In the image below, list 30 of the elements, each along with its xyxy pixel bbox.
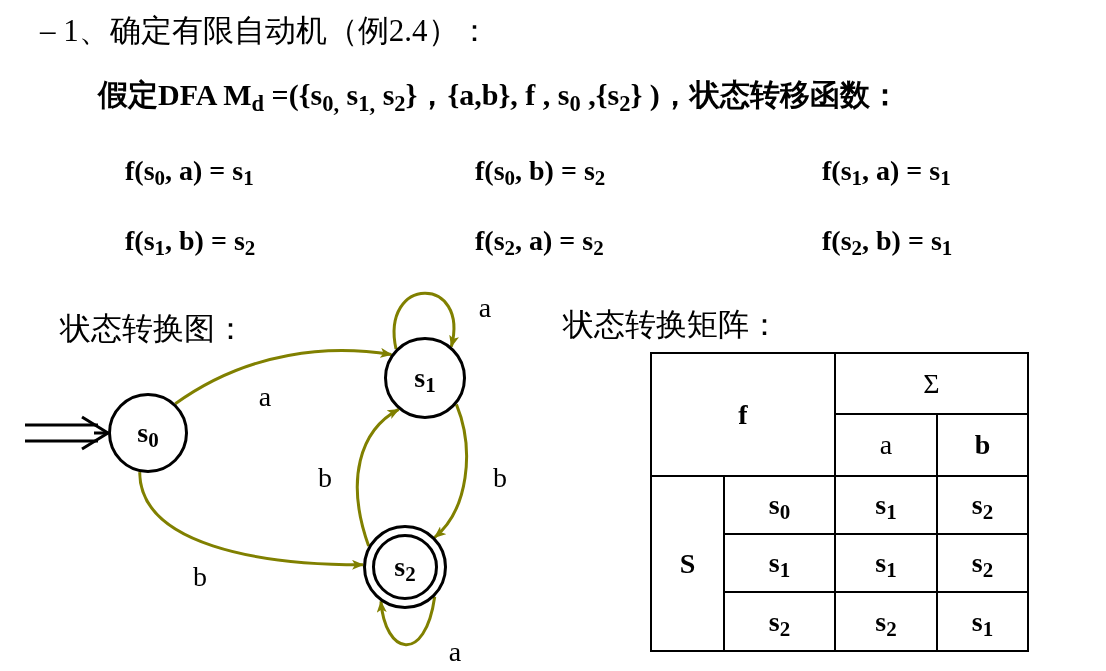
transition-arrow bbox=[174, 348, 393, 405]
section-heading: 状态转换矩阵： bbox=[563, 306, 780, 344]
state-label: s$_{1}$ bbox=[414, 364, 436, 392]
edge-label: b bbox=[193, 563, 207, 591]
table-cell: s$_{1}$ bbox=[936, 591, 1029, 652]
transition-arrow bbox=[392, 291, 458, 350]
transition-formula: f(s$_{2}$, b) = s$_{1}$ bbox=[822, 224, 953, 262]
transition-formula: f(s$_{1}$, a) = s$_{1}$ bbox=[822, 154, 951, 192]
transition-formula: f(s$_{2}$, a) = s$_{2}$ bbox=[475, 224, 604, 262]
start-arrow bbox=[23, 415, 110, 451]
table-cell: Σ bbox=[834, 352, 1029, 415]
state-label: s$_{2}$ bbox=[394, 553, 416, 581]
title: – 1、确定有限自动机（例2.4）： bbox=[40, 12, 490, 50]
transition-arrow bbox=[433, 403, 468, 539]
edge-label: b bbox=[493, 464, 507, 492]
table-cell: f bbox=[650, 352, 836, 477]
edge-label: b bbox=[318, 464, 332, 492]
table-cell: S bbox=[650, 475, 725, 652]
transition-arrow bbox=[377, 596, 437, 647]
edge-label: a bbox=[448, 638, 462, 666]
transition-formula: f(s$_{1}$, b) = s$_{2}$ bbox=[125, 224, 256, 262]
transition-formula: f(s$_{0}$, a) = s$_{1}$ bbox=[125, 154, 254, 192]
transition-formula: f(s$_{0}$, b) = s$_{2}$ bbox=[475, 154, 606, 192]
edge-label: a bbox=[258, 383, 272, 411]
transition-arrow bbox=[355, 408, 400, 547]
definition-text: 假定DFA M$_{d}$ =({s$_{0,}$ s$_{1,}$ s$_{2}$}，{a,b}, f , s$_{0}$ ,{s$_{2}$} )，状态转移函数： bbox=[98, 77, 900, 117]
edge-label: a bbox=[478, 294, 492, 322]
transition-arrow bbox=[138, 471, 365, 570]
section-heading: 状态转换图： bbox=[60, 310, 246, 348]
state-label: s$_{0}$ bbox=[137, 419, 159, 447]
